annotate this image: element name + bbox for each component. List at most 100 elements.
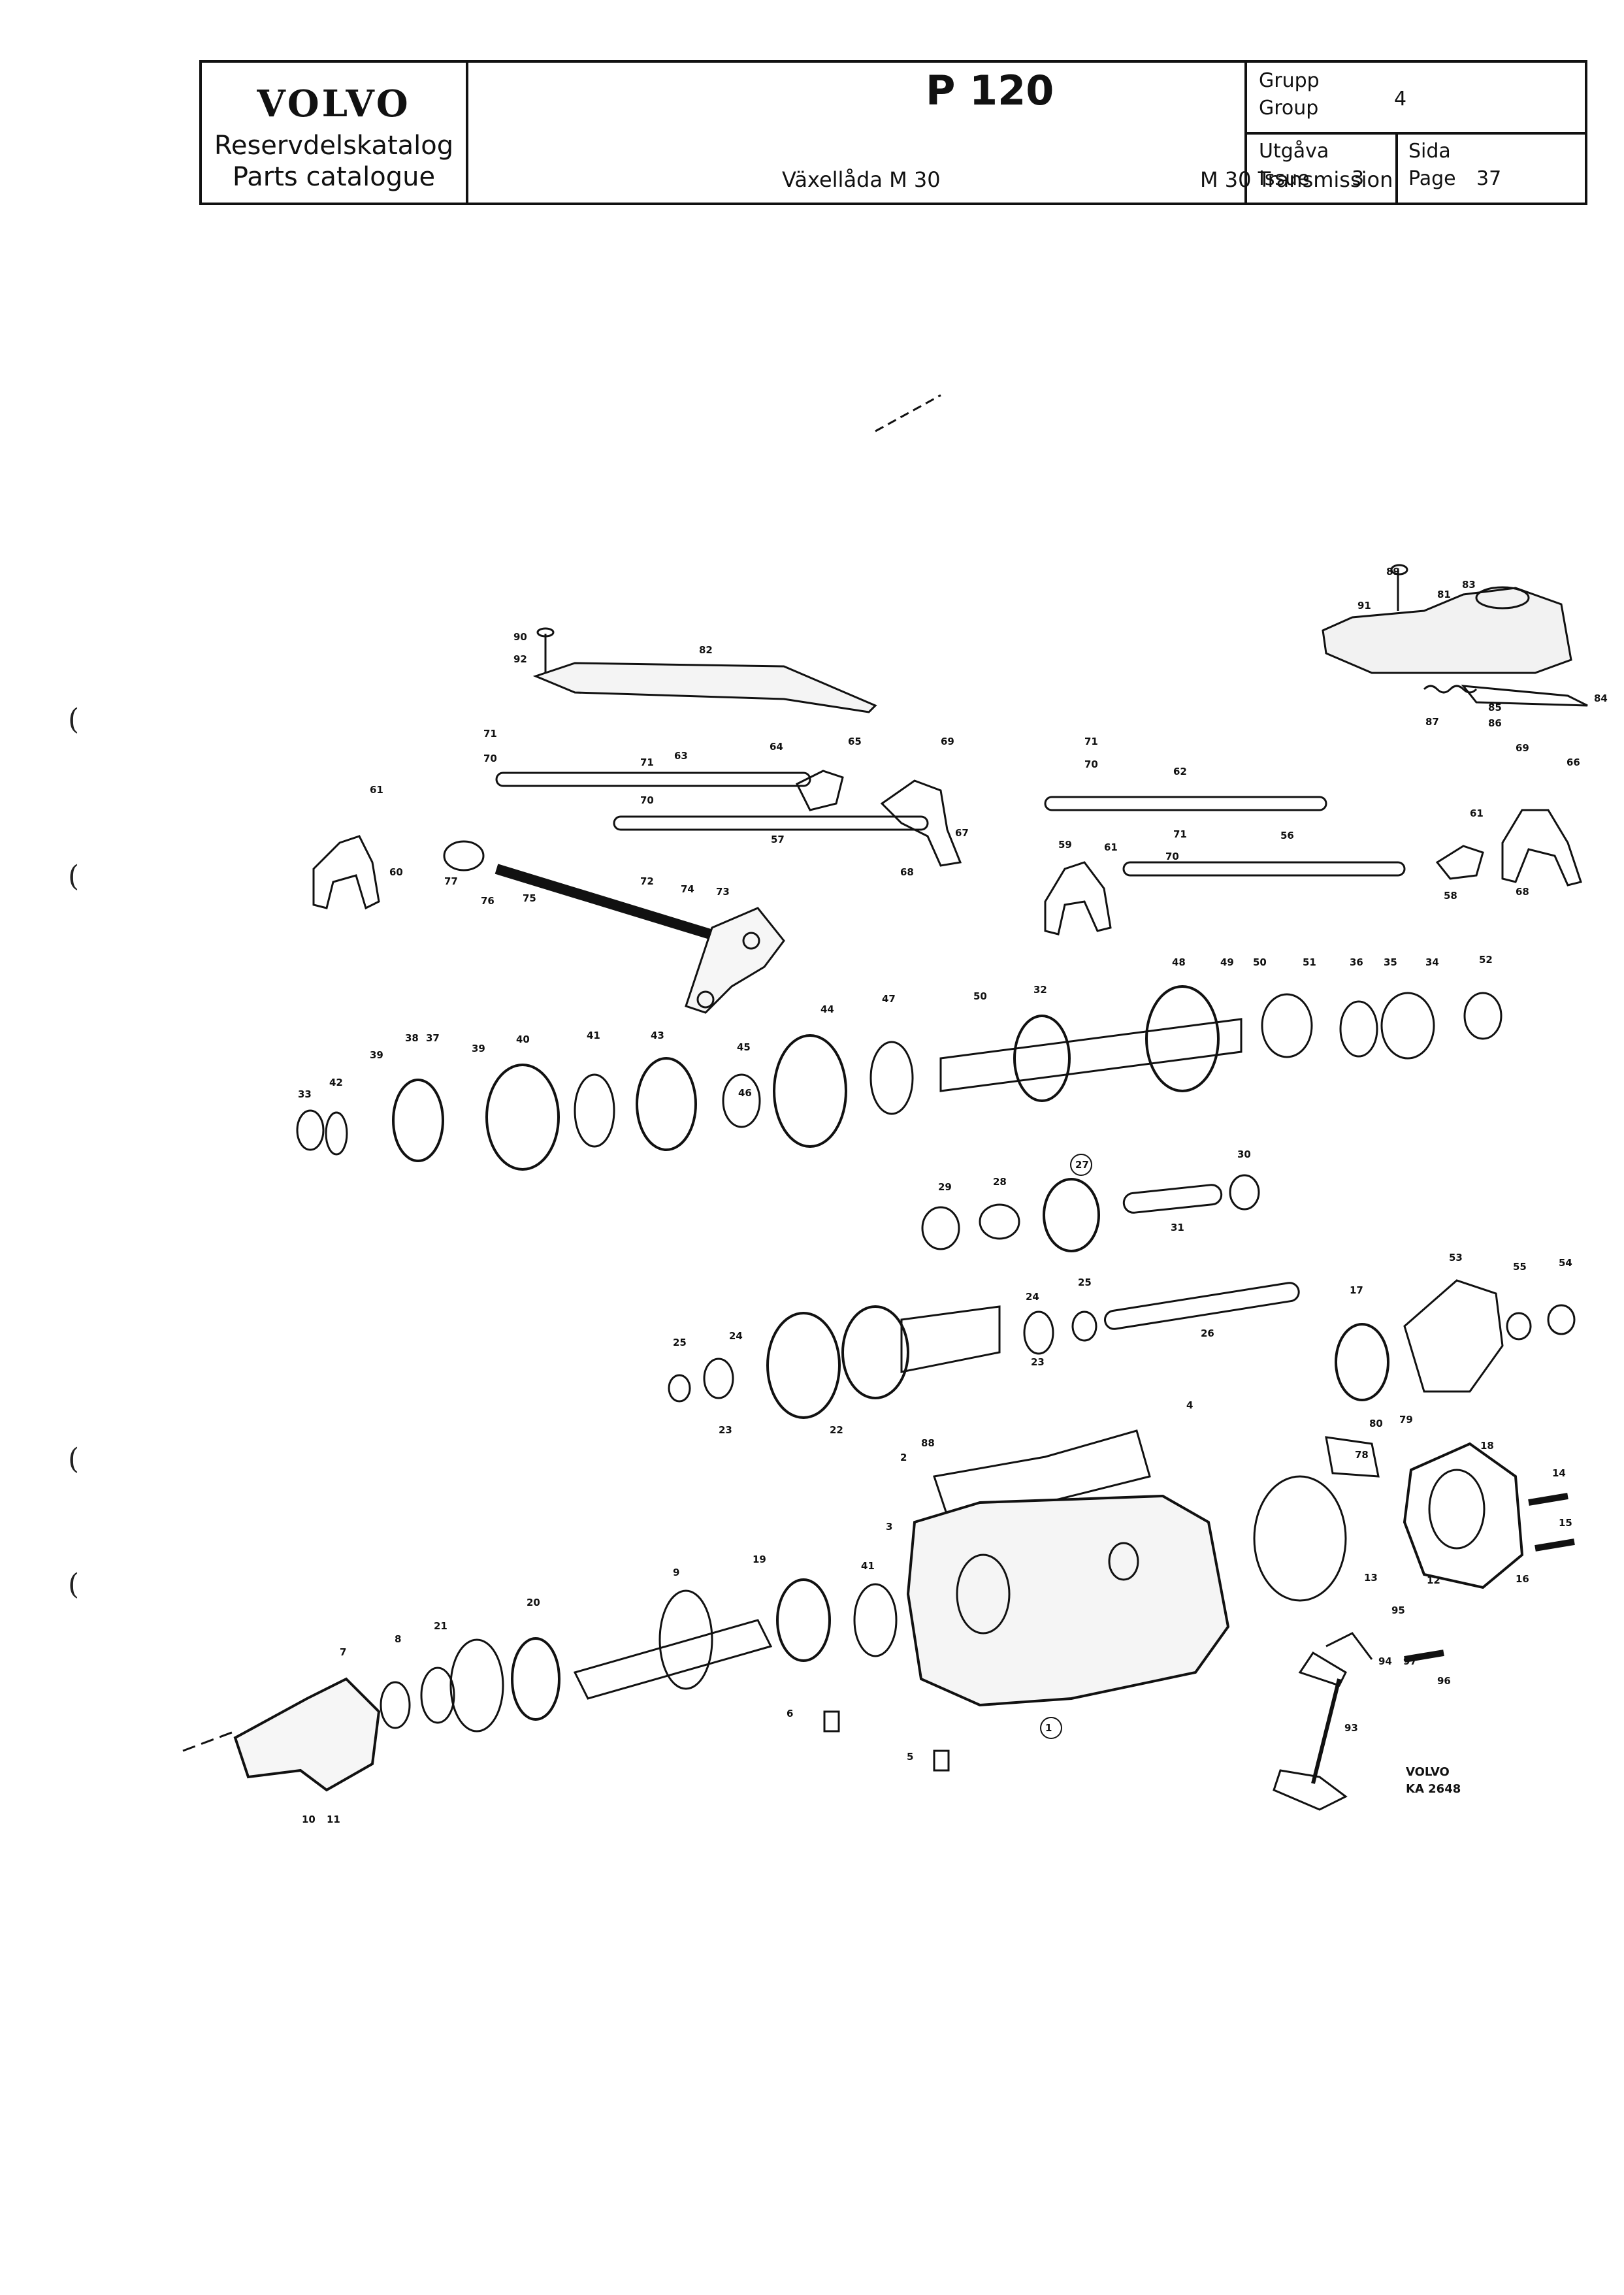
callout-95: 95 bbox=[1391, 1604, 1405, 1616]
collar-52 bbox=[1463, 992, 1502, 1040]
callout-21: 21 bbox=[434, 1620, 447, 1632]
callout-9: 9 bbox=[673, 1567, 679, 1578]
callout-35: 35 bbox=[1384, 956, 1397, 968]
gear-27 bbox=[1043, 1178, 1100, 1252]
brand-cell: VOLVO Reservdelskatalog Parts catalogue bbox=[202, 63, 468, 203]
bolt-96 bbox=[1404, 1650, 1444, 1663]
callout-67: 67 bbox=[955, 827, 969, 839]
callout-17: 17 bbox=[1350, 1284, 1363, 1296]
callout-24a: 24 bbox=[729, 1330, 743, 1342]
callout-91: 91 bbox=[1357, 600, 1371, 611]
callout-24b: 24 bbox=[1026, 1291, 1039, 1303]
circlip-20 bbox=[449, 1638, 504, 1733]
callout-8: 8 bbox=[395, 1633, 401, 1645]
callout-46: 46 bbox=[738, 1087, 752, 1099]
rear-housing-bore bbox=[1428, 1469, 1486, 1550]
cover-boss bbox=[1475, 586, 1530, 610]
gasket-9 bbox=[658, 1589, 713, 1690]
callout-10: 10 bbox=[302, 1814, 316, 1825]
gear-32 bbox=[1013, 1015, 1071, 1102]
callout-42: 42 bbox=[329, 1077, 343, 1088]
callout-63: 63 bbox=[674, 750, 688, 762]
callout-39b: 39 bbox=[472, 1043, 485, 1054]
callout-16: 16 bbox=[1516, 1573, 1529, 1585]
callout-90: 90 bbox=[513, 631, 527, 643]
callout-56: 56 bbox=[1280, 830, 1294, 841]
bracket-84 bbox=[1461, 685, 1588, 707]
callout-70c: 70 bbox=[1084, 758, 1098, 770]
callout-73: 73 bbox=[716, 886, 730, 898]
bearing-35 bbox=[1380, 992, 1435, 1060]
washer-25 bbox=[668, 1374, 691, 1403]
callout-36: 36 bbox=[1350, 956, 1363, 968]
shift-rod-63 bbox=[495, 772, 811, 787]
callout-3: 3 bbox=[886, 1521, 892, 1533]
gasket-13 bbox=[1253, 1475, 1347, 1602]
centerline bbox=[182, 1730, 236, 1752]
callout-68b: 68 bbox=[1516, 886, 1529, 898]
issue-cell: Utgåva Issue 3 bbox=[1244, 135, 1398, 203]
washer-55 bbox=[1506, 1312, 1532, 1341]
bearing-20 bbox=[511, 1637, 560, 1721]
callout-5: 5 bbox=[907, 1751, 913, 1763]
synchro-ring-41b bbox=[853, 1583, 898, 1657]
callout-92: 92 bbox=[513, 653, 527, 665]
callout-70d: 70 bbox=[1165, 851, 1179, 862]
callout-13: 13 bbox=[1364, 1572, 1378, 1584]
input-gear-19 bbox=[776, 1578, 831, 1662]
bearing-45 bbox=[722, 1073, 761, 1128]
rod-93 bbox=[1311, 1678, 1341, 1784]
callout-30: 30 bbox=[1237, 1148, 1251, 1160]
selector-shaft-72 bbox=[495, 864, 734, 946]
callout-75: 75 bbox=[523, 892, 536, 904]
callout-25a: 25 bbox=[673, 1337, 687, 1348]
callout-25b: 25 bbox=[1078, 1277, 1092, 1288]
callout-41a: 41 bbox=[587, 1030, 600, 1041]
bolt-15 bbox=[1535, 1538, 1575, 1552]
callout-31: 31 bbox=[1171, 1222, 1184, 1233]
shift-rod-56 bbox=[1122, 861, 1406, 877]
callout-69a: 69 bbox=[941, 736, 954, 747]
callout-55: 55 bbox=[1513, 1261, 1527, 1273]
callout-71c: 71 bbox=[1084, 736, 1098, 747]
group-value: 4 bbox=[1394, 88, 1407, 110]
callout-27: 27 bbox=[1075, 1159, 1089, 1171]
callout-48: 48 bbox=[1172, 956, 1186, 968]
shift-fork-60 bbox=[312, 835, 380, 910]
circlip-21 bbox=[420, 1667, 455, 1724]
page-value: 37 bbox=[1476, 167, 1502, 190]
binder-mark: ( bbox=[68, 703, 80, 736]
rear-housing-12 bbox=[1403, 1442, 1524, 1589]
lever-73 bbox=[685, 907, 785, 1014]
shift-block-58 bbox=[1435, 845, 1484, 880]
callout-81: 81 bbox=[1437, 589, 1451, 600]
callout-70a: 70 bbox=[483, 753, 497, 764]
plate-93 bbox=[1273, 1769, 1348, 1811]
volvo-logo: VOLVO bbox=[257, 82, 411, 125]
synchro-sleeve-40 bbox=[485, 1064, 560, 1171]
cluster-gear-22 bbox=[766, 1312, 841, 1419]
issue-value: 3 bbox=[1352, 167, 1365, 190]
callout-71d: 71 bbox=[1173, 828, 1187, 840]
callout-97: 97 bbox=[1403, 1655, 1417, 1667]
callout-47: 47 bbox=[882, 993, 896, 1005]
shaft-31 bbox=[1122, 1184, 1223, 1214]
callout-12: 12 bbox=[1427, 1574, 1440, 1586]
catalog-title-sv: Reservdelskatalog bbox=[214, 131, 454, 161]
bushing-28 bbox=[979, 1203, 1020, 1240]
synchro-hub-37 bbox=[392, 1079, 444, 1162]
callout-11: 11 bbox=[327, 1814, 340, 1825]
callout-44: 44 bbox=[820, 1003, 834, 1015]
binder-mark: ( bbox=[68, 860, 80, 893]
catalog-title-en: Parts catalogue bbox=[232, 162, 436, 192]
callout-40: 40 bbox=[516, 1034, 530, 1045]
callout-19: 19 bbox=[753, 1554, 766, 1565]
washer-36 bbox=[1339, 1000, 1378, 1058]
model-cell: P 120 Växellåda M 30 M 30 Transmission bbox=[468, 63, 1511, 203]
callout-26: 26 bbox=[1201, 1327, 1214, 1339]
callout-22: 22 bbox=[830, 1424, 843, 1436]
plate-94 bbox=[1298, 1651, 1347, 1687]
housing-bore bbox=[956, 1554, 1011, 1635]
callout-80: 80 bbox=[1369, 1418, 1383, 1429]
callout-72: 72 bbox=[640, 875, 654, 887]
